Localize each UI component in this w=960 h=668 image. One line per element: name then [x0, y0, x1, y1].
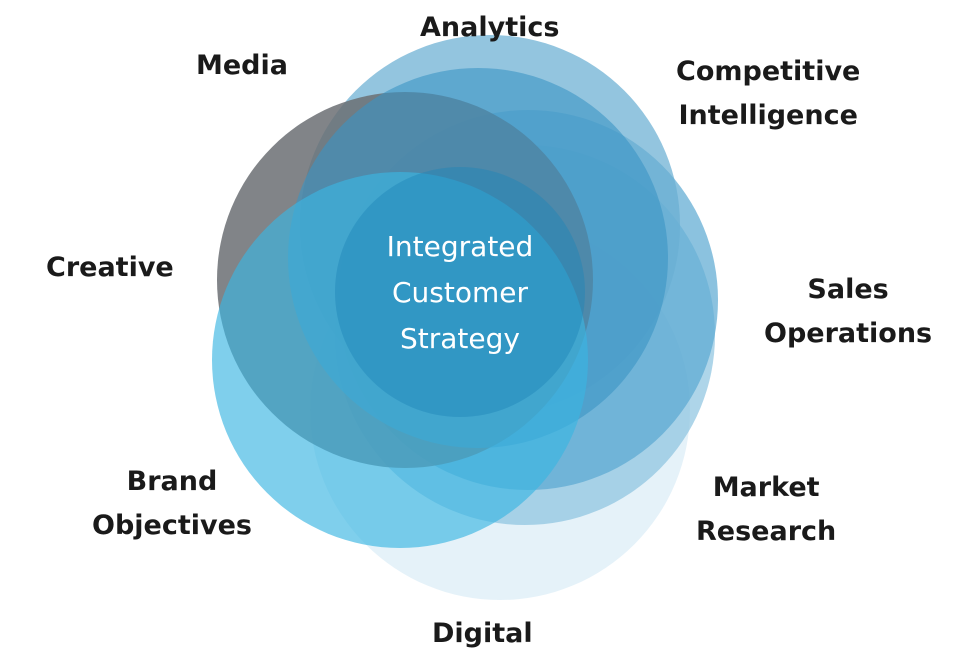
- label-media: Media: [196, 50, 288, 81]
- center-line-3: Strategy: [400, 322, 520, 355]
- label-sales-operations: Sales Operations: [764, 274, 933, 349]
- label-market-research: Market Research: [696, 472, 837, 547]
- label-digital: Digital: [432, 618, 533, 649]
- label-creative: Creative: [46, 252, 174, 283]
- center-line-1: Integrated: [386, 230, 534, 263]
- circle-brand-objectives: [212, 172, 588, 548]
- center-line-2: Customer: [391, 276, 528, 309]
- label-analytics: Analytics: [420, 12, 560, 43]
- label-competitive-intelligence: Competitive Intelligence: [676, 56, 861, 131]
- circle-creative: [335, 167, 585, 417]
- label-brand-objectives: Brand Objectives: [92, 466, 252, 541]
- center-label: Integrated Customer Strategy: [330, 224, 590, 362]
